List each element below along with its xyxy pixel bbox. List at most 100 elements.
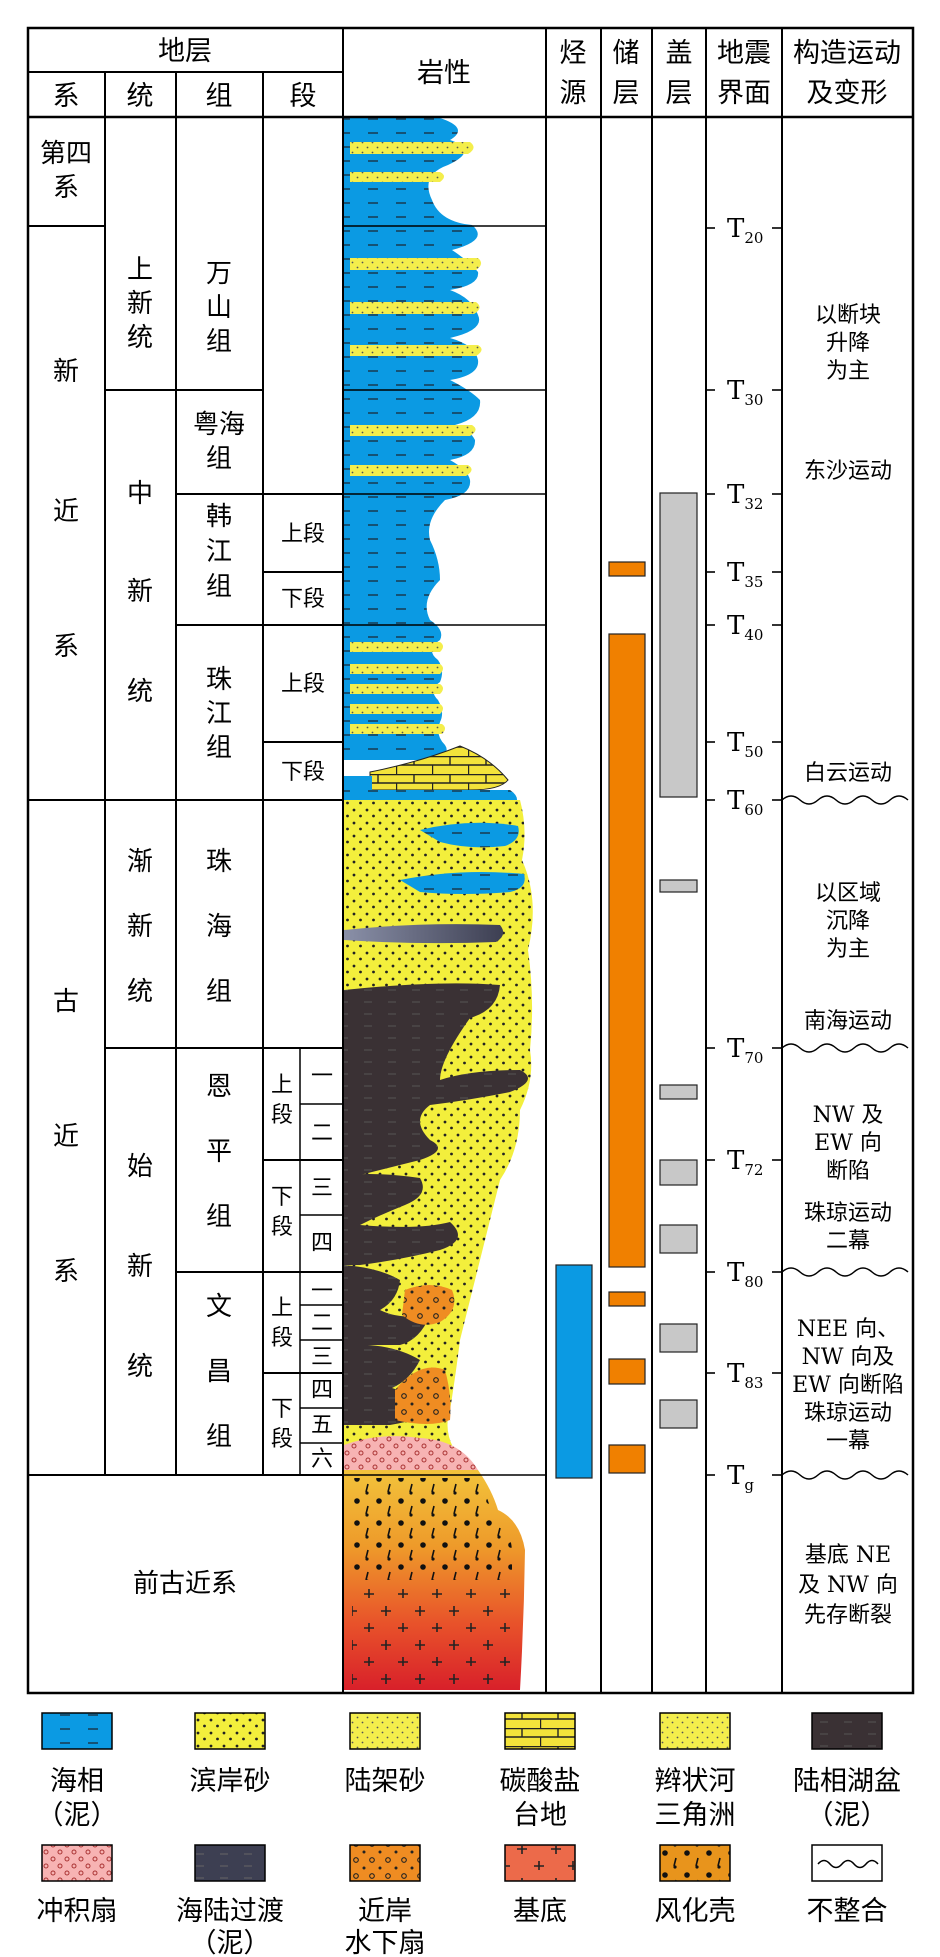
tectonic-dongsha: 东沙运动 — [804, 459, 892, 484]
series-middle-miocene-2: 新 — [127, 577, 153, 607]
source-rock-bars — [555, 1264, 593, 1479]
shelf-sand-lenses — [350, 142, 482, 734]
header-seal-2: 层 — [666, 78, 693, 109]
system-paleogene-2: 近 — [53, 1122, 79, 1152]
header-seal-1: 盖 — [666, 38, 693, 69]
submember-wenchang-3: 三 — [311, 1345, 333, 1370]
series-upper-miocene-2: 新 — [127, 289, 153, 319]
member-wenchang-upper-1: 上 — [271, 1296, 293, 1321]
header-system: 系 — [53, 81, 80, 112]
tectonic-basement-1: 基底 NE — [805, 1543, 891, 1568]
svg-text:陆架砂: 陆架砂 — [345, 1766, 426, 1797]
reservoir-bar — [608, 1444, 646, 1474]
seismic-t35: T35 — [727, 558, 763, 591]
marine-tongue-1 — [420, 822, 519, 848]
header-tectonic-2: 及变形 — [807, 78, 888, 109]
svg-text:海相: 海相 — [50, 1766, 104, 1797]
formation-zhujiang-1: 珠 — [206, 665, 232, 695]
svg-text:（泥）: （泥） — [807, 1800, 888, 1831]
seal-bar — [659, 1159, 698, 1186]
series-oligocene-2: 新 — [127, 912, 153, 942]
seismic-t30: T30 — [727, 376, 763, 409]
series-upper-miocene-1: 上 — [127, 255, 153, 285]
formation-zhujiang-2: 江 — [206, 699, 232, 729]
series-eocene-2: 新 — [127, 1252, 153, 1282]
lacustrine-mud-tongue-2 — [344, 1174, 458, 1265]
formation-enping-3: 组 — [206, 1202, 232, 1232]
series-middle-miocene-3: 统 — [127, 677, 153, 707]
reservoir-bar — [608, 633, 646, 1268]
legend-item-coastal-sand: 滨岸砂 — [190, 1712, 271, 1797]
seismic-t80: T80 — [727, 1258, 763, 1291]
tectonic-block-3: 为主 — [826, 359, 870, 384]
seal-bars — [659, 492, 698, 1429]
svg-text:基底: 基底 — [513, 1896, 567, 1927]
nearshore-subaqueous-fan-2 — [395, 1367, 451, 1424]
formation-wanshan-1: 万 — [206, 259, 232, 289]
legend-item-transition: 海陆过渡 （泥） — [176, 1844, 284, 1957]
member-wenchang-lower-1: 下 — [271, 1397, 293, 1422]
unconformity-line — [781, 795, 909, 805]
tectonic-nw-ew-2: EW 向 — [814, 1131, 882, 1156]
lacustrine-mud-tongue-1 — [344, 983, 528, 1175]
seal-bar — [659, 492, 698, 798]
marine-continental-transition-mud — [344, 924, 504, 944]
series-oligocene-3: 统 — [127, 977, 153, 1007]
svg-text:近岸: 近岸 — [358, 1896, 412, 1927]
svg-text:不整合: 不整合 — [807, 1896, 888, 1927]
series-oligocene-1: 渐 — [127, 847, 153, 877]
submember-wenchang-1: 一 — [311, 1279, 333, 1304]
member-zhujiang-upper: 上段 — [281, 672, 325, 697]
table-grid — [26, 26, 915, 1695]
seismic-t60: T60 — [727, 786, 763, 819]
coastal-sand-body — [344, 800, 533, 1470]
member-wenchang-upper-2: 段 — [271, 1326, 293, 1351]
seal-bar — [659, 879, 698, 893]
unconformity-line — [781, 1043, 909, 1053]
tectonic-zhuqiong1-1: 珠琼运动 — [804, 1401, 892, 1426]
tectonic-nee-1: NEE 向、 — [797, 1317, 899, 1342]
submember-enping-4: 四 — [311, 1231, 333, 1256]
member-zhujiang-lower: 下段 — [281, 760, 325, 785]
member-enping-lower-1: 下 — [271, 1185, 293, 1210]
tectonic-block-1: 以断块 — [815, 303, 881, 328]
series-eocene-3: 统 — [127, 1352, 153, 1382]
legend-item-weathering-crust: 风化壳 — [655, 1844, 736, 1927]
legend: 海相 （泥） 滨岸砂 陆架砂 碳酸盐 台地 辫状河 三角洲 陆相湖盆 （泥） — [37, 1712, 901, 1957]
header-reservoir-2: 层 — [613, 78, 640, 109]
submember-wenchang-6: 六 — [311, 1447, 333, 1472]
lacustrine-mud-tongue-3 — [344, 1265, 430, 1345]
tectonic-baiyun: 白云运动 — [804, 761, 892, 786]
svg-text:三角洲: 三角洲 — [655, 1800, 736, 1831]
svg-text:台地: 台地 — [513, 1800, 567, 1831]
marine-mud-body — [344, 118, 481, 760]
formation-wenchang-3: 组 — [206, 1422, 232, 1452]
series-middle-miocene-1: 中 — [127, 479, 153, 509]
header-source-1: 烃 — [560, 38, 587, 69]
svg-text:陆相湖盆: 陆相湖盆 — [793, 1766, 901, 1797]
submember-enping-2: 二 — [311, 1121, 333, 1146]
system-paleogene-3: 系 — [53, 1257, 79, 1287]
legend-item-marine: 海相 （泥） — [37, 1712, 118, 1831]
seismic-t20: T20 — [727, 214, 763, 247]
tectonic-nee-3: EW 向断陷 — [792, 1373, 904, 1398]
submember-wenchang-4: 四 — [311, 1378, 333, 1403]
seal-bar — [659, 1323, 698, 1353]
unconformity-line — [781, 1267, 909, 1277]
series-eocene-1: 始 — [127, 1152, 153, 1182]
unconformity-lines — [781, 795, 909, 1480]
tectonic-zhuqiong2-1: 珠琼运动 — [804, 1201, 892, 1226]
basement-crosses — [352, 1585, 515, 1685]
reservoir-bar — [608, 1358, 646, 1385]
submember-wenchang-5: 五 — [311, 1413, 333, 1438]
formation-zhuhai-1: 珠 — [206, 847, 232, 877]
formation-hanjiang-2: 江 — [206, 537, 232, 567]
series-column: 上 新 统 中 新 统 渐 新 统 始 新 统 — [127, 255, 153, 1382]
formation-zhuhai-2: 海 — [206, 912, 232, 942]
header-formation: 组 — [206, 81, 233, 112]
formation-enping-2: 平 — [206, 1137, 232, 1167]
header-member: 段 — [290, 81, 317, 112]
tectonic-column: 以断块 升降 为主 东沙运动 白云运动 以区域 沉降 为主 南海运动 NW 及 … — [792, 303, 904, 1628]
table-header: 地层 系 统 组 段 岩性 烃 源 储 层 盖 层 地震 界面 构造运动 及变形 — [53, 36, 902, 112]
legend-item-carbonate: 碳酸盐 台地 — [500, 1712, 581, 1831]
